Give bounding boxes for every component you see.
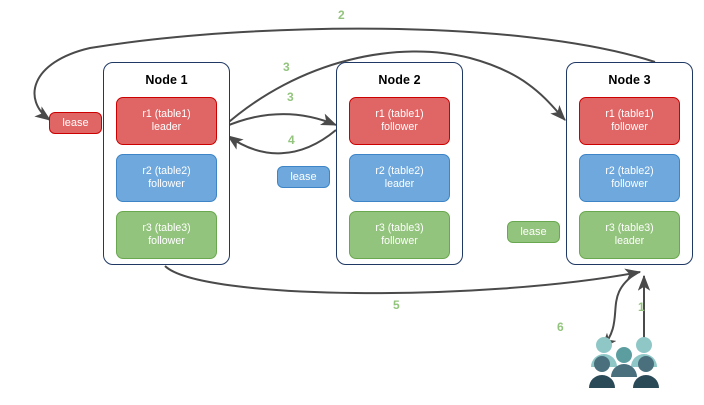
replica-n1-r1: r1 (table1) leader <box>116 97 217 145</box>
node-title: Node 3 <box>608 73 651 87</box>
edge-label-5: 5 <box>393 298 400 312</box>
lease-badge-table2: lease <box>277 166 330 188</box>
replica-n2-r3: r3 (table3) follower <box>349 211 450 259</box>
replica-role: leader <box>151 121 182 133</box>
replica-role: follower <box>381 235 418 247</box>
edge-5-node1-to-node3 <box>164 265 642 295</box>
replica-role: follower <box>611 178 648 190</box>
lease-badge-table3: lease <box>507 221 560 243</box>
replica-n3-r3: r3 (table3) leader <box>579 211 680 259</box>
replica-name: r2 (table2) <box>605 164 654 177</box>
replica-n1-r2: r2 (table2) follower <box>116 154 217 202</box>
node-title: Node 2 <box>378 73 421 87</box>
replica-role: leader <box>614 235 645 247</box>
edge-label-6: 6 <box>557 320 564 334</box>
edge-label-3-upper: 3 <box>283 60 290 74</box>
replica-n3-r1: r1 (table1) follower <box>579 97 680 145</box>
edge-label-3-lower: 3 <box>287 90 294 104</box>
replica-name: r3 (table3) <box>605 221 654 234</box>
edge-label-1: 1 <box>638 300 645 314</box>
lease-label: lease <box>62 117 89 129</box>
replica-role: follower <box>381 121 418 133</box>
users-icon <box>589 337 659 388</box>
replica-n3-r2: r2 (table2) follower <box>579 154 680 202</box>
replica-name: r2 (table2) <box>375 164 424 177</box>
replica-name: r1 (table1) <box>142 107 191 120</box>
node-box-node3: Node 3 r1 (table1) follower r2 (table2) … <box>566 62 693 265</box>
lease-label: lease <box>520 226 547 238</box>
replica-name: r3 (table3) <box>142 221 191 234</box>
replica-name: r1 (table1) <box>605 107 654 120</box>
replica-n2-r1: r1 (table1) follower <box>349 97 450 145</box>
lease-badge-table1: lease <box>49 112 102 134</box>
node-title: Node 1 <box>145 73 188 87</box>
node-box-node1: Node 1 r1 (table1) leader r2 (table2) fo… <box>103 62 230 265</box>
replica-role: follower <box>148 178 185 190</box>
replica-n1-r3: r3 (table3) follower <box>116 211 217 259</box>
edge-3-node1r1-to-node2r1 <box>221 113 338 129</box>
node-box-node2: Node 2 r1 (table1) follower r2 (table2) … <box>336 62 463 265</box>
replica-name: r2 (table2) <box>142 164 191 177</box>
replica-name: r3 (table3) <box>375 221 424 234</box>
replica-name: r1 (table1) <box>375 107 424 120</box>
lease-label: lease <box>290 171 317 183</box>
edge-label-2: 2 <box>338 8 345 22</box>
edge-label-4: 4 <box>288 133 295 147</box>
replica-role: leader <box>384 178 415 190</box>
replica-role: follower <box>148 235 185 247</box>
replica-n2-r2: r2 (table2) leader <box>349 154 450 202</box>
edge-4-node2r1-to-node1r1 <box>227 129 337 155</box>
replica-role: follower <box>611 121 648 133</box>
